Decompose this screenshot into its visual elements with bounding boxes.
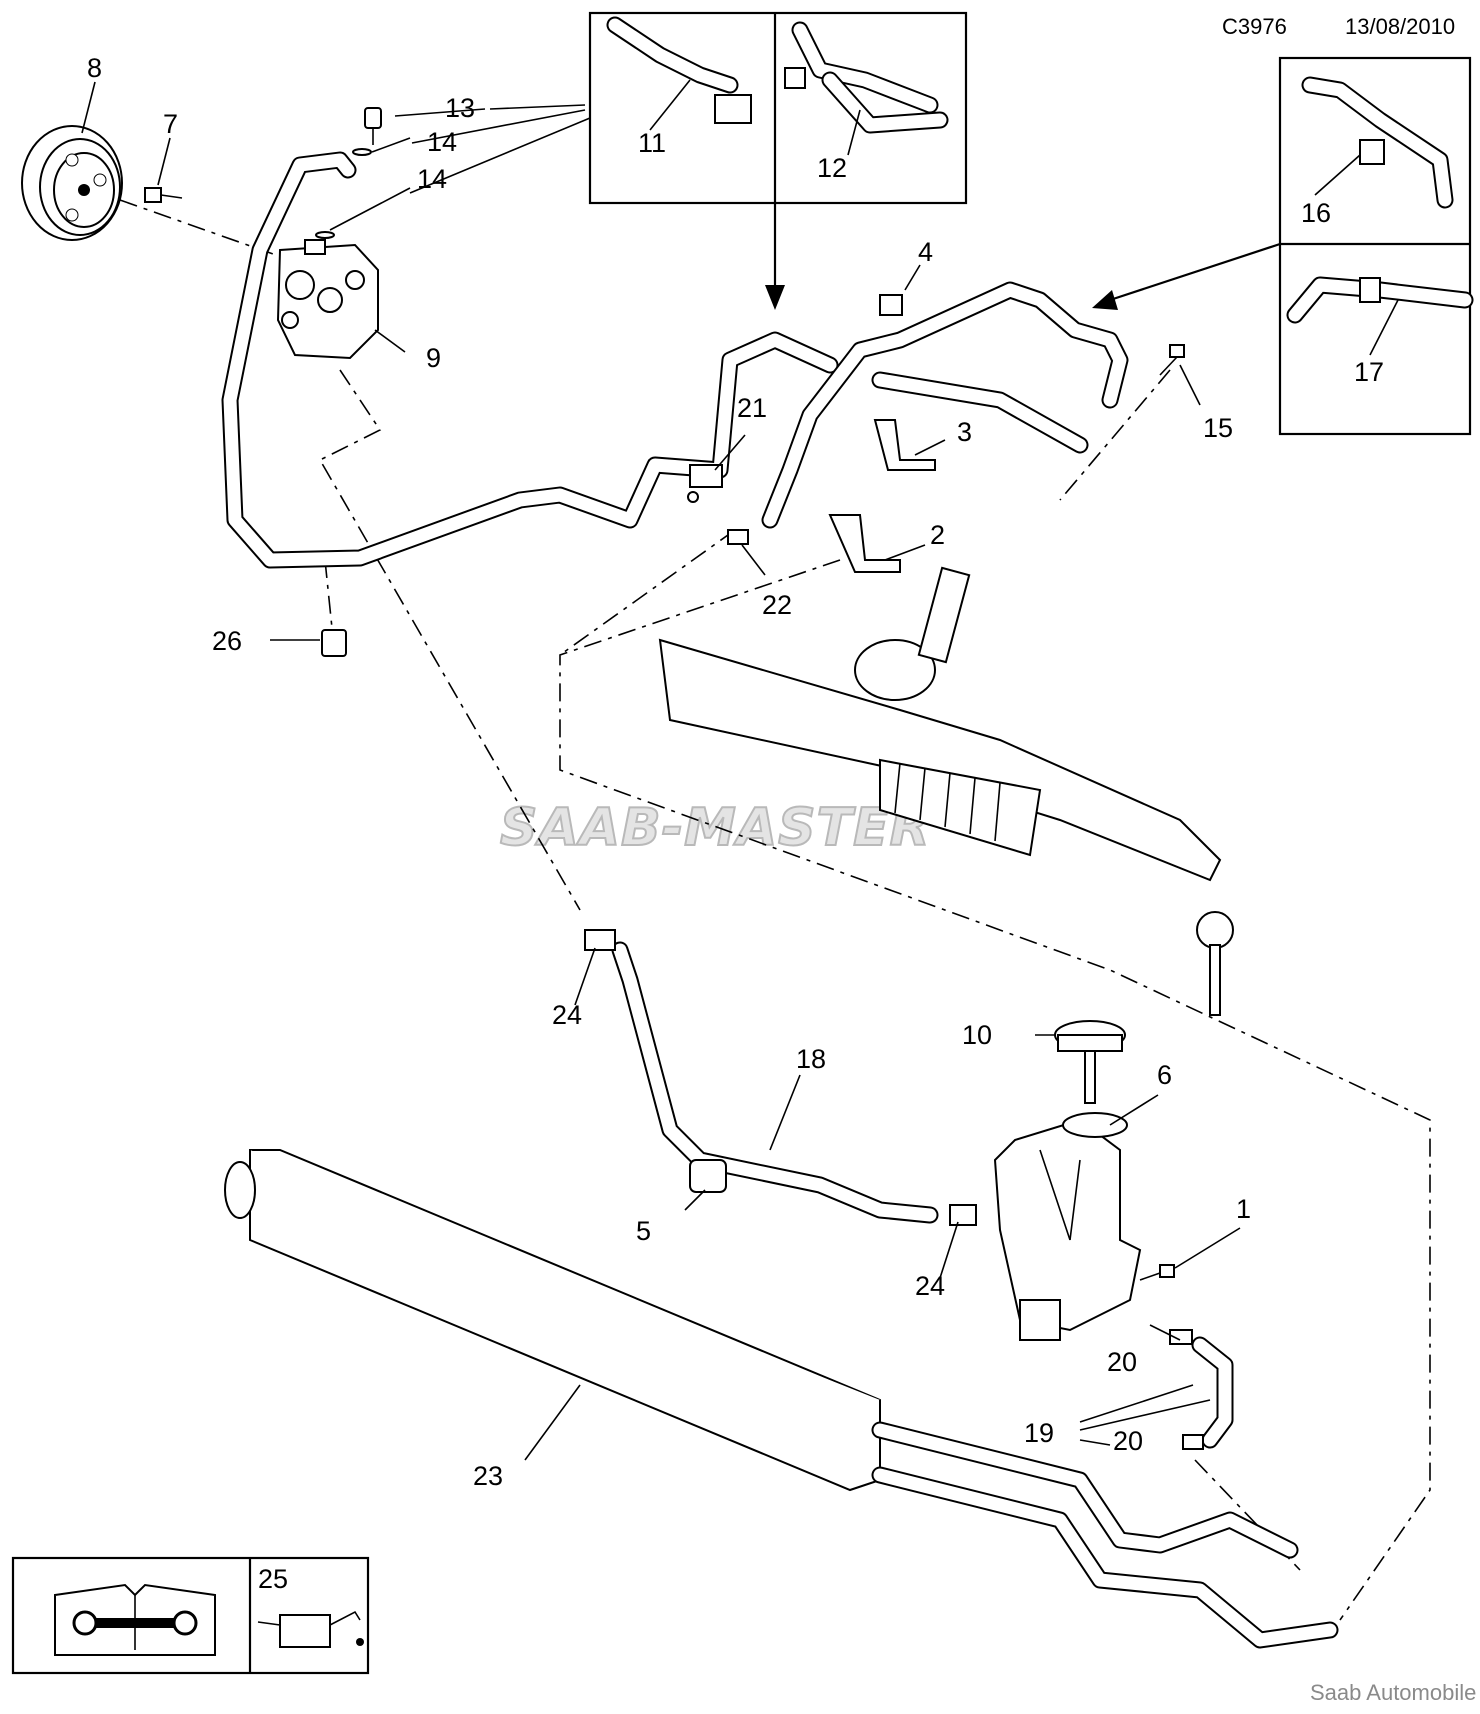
callout-1: 1 <box>1236 1194 1251 1224</box>
clip-part-4 <box>879 294 903 316</box>
return-hose-to-rack <box>761 281 1129 529</box>
callouts: 8 7 13 14 14 9 11 12 4 16 17 15 21 3 2 2… <box>87 53 1384 1594</box>
callout-24-upper: 24 <box>552 1000 582 1030</box>
callout-20-upper: 20 <box>1107 1347 1137 1377</box>
callout-15: 15 <box>1203 413 1233 443</box>
diagram-code: C3976 <box>1222 14 1287 39</box>
callout-26: 26 <box>212 626 242 656</box>
callout-12: 12 <box>817 153 847 183</box>
bolt-part-7 <box>144 187 183 203</box>
bracket-part-2 <box>828 514 901 573</box>
leader-lines <box>81 79 1399 1461</box>
reservoir-part-6 <box>993 1112 1142 1341</box>
clamp-part-20-upper <box>1169 1329 1193 1345</box>
oil-can-icon <box>257 1610 364 1648</box>
bracket-part-3 <box>873 419 936 471</box>
callout-8: 8 <box>87 53 102 83</box>
callout-3: 3 <box>957 417 972 447</box>
callout-18: 18 <box>796 1044 826 1074</box>
service-manual-wrench-icon <box>54 1583 216 1656</box>
fitting-part-13 <box>364 107 382 145</box>
watermark: SAAB-MASTER <box>500 798 931 858</box>
filler-cap-part-10 <box>1054 1020 1126 1104</box>
callout-6: 6 <box>1157 1060 1172 1090</box>
callout-4: 4 <box>918 237 933 267</box>
detail-box-11-12 <box>588 11 968 205</box>
hose-part-19 <box>1191 1336 1234 1449</box>
callout-24-lower: 24 <box>915 1271 945 1301</box>
callout-14-upper: 14 <box>427 127 457 157</box>
clip-part-24-lower <box>949 1204 977 1226</box>
cooler-pipes <box>871 1421 1339 1649</box>
callout-21: 21 <box>737 393 767 423</box>
clip-part-22 <box>727 529 749 545</box>
power-steering-pump-part-9 <box>276 239 379 360</box>
callout-19: 19 <box>1024 1418 1054 1448</box>
pulley-part-8 <box>21 125 123 241</box>
clip-part-21 <box>687 464 723 503</box>
steering-rack <box>658 566 1234 1016</box>
callout-2: 2 <box>930 520 945 550</box>
clip-part-26 <box>321 629 347 657</box>
seal-parts-14 <box>315 148 372 239</box>
callout-22: 22 <box>762 590 792 620</box>
return-hose-part-18 <box>611 941 939 1224</box>
bolt-part-1 <box>1139 1264 1175 1281</box>
detail-box-16-17 <box>1278 56 1474 436</box>
clamp-part-20-lower <box>1182 1434 1204 1450</box>
callout-13: 13 <box>445 93 475 123</box>
callout-17: 17 <box>1354 357 1384 387</box>
callout-5: 5 <box>636 1216 651 1246</box>
callout-20-lower: 20 <box>1113 1426 1143 1456</box>
detail-arrow-down <box>765 203 785 310</box>
pressure-hose <box>221 151 839 569</box>
oil-cooler-part-23 <box>224 1149 881 1492</box>
callout-7: 7 <box>163 109 178 139</box>
callout-10: 10 <box>962 1020 992 1050</box>
copyright-footer: Saab Automobile AB <box>1310 1680 1480 1705</box>
clip-part-24-upper <box>584 929 616 951</box>
callout-23: 23 <box>473 1461 503 1491</box>
diagram-date: 13/08/2010 <box>1345 14 1455 39</box>
callout-16: 16 <box>1301 198 1331 228</box>
header: C3976 13/08/2010 <box>1222 14 1455 39</box>
clip-part-5 <box>689 1159 727 1193</box>
callout-11: 11 <box>638 128 666 158</box>
detail-arrow-left <box>1092 242 1281 310</box>
callout-9: 9 <box>426 343 441 373</box>
callout-14-lower: 14 <box>417 164 447 194</box>
callout-25: 25 <box>258 1564 288 1594</box>
bolt-part-15 <box>1159 344 1185 376</box>
